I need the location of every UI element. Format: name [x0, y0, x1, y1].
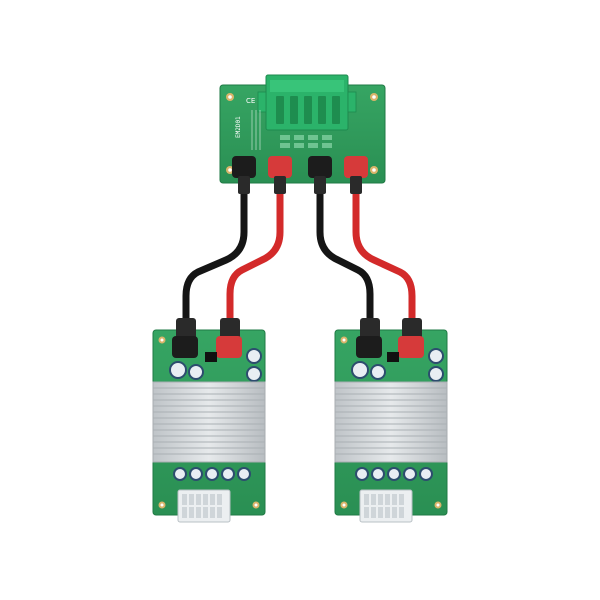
capacitor: [419, 467, 433, 481]
output-post-black-1: [232, 156, 256, 194]
capacitor: [351, 361, 369, 379]
capacitor: [188, 364, 204, 380]
power-module-left: [152, 318, 266, 523]
capacitor: [355, 467, 369, 481]
capacitor: [428, 366, 444, 382]
capacitor: [221, 467, 235, 481]
capacitor: [205, 467, 219, 481]
capacitor: [173, 467, 187, 481]
input-post-red: [216, 336, 242, 358]
capacitor: [237, 467, 251, 481]
top-distribution-board: EM2D01 CE: [219, 74, 386, 194]
black-cable-left: [182, 188, 248, 326]
cable-group: [182, 188, 416, 326]
capacitor: [370, 364, 386, 380]
output-header-connector: [177, 489, 231, 523]
capacitor: [169, 361, 187, 379]
output-post-black-2: [308, 156, 332, 194]
ce-mark-text: CE: [246, 97, 255, 105]
capacitor: [246, 366, 262, 382]
heatsink: [334, 381, 448, 463]
capacitor: [403, 467, 417, 481]
black-cable-right: [316, 188, 374, 326]
output-post-red-2: [344, 156, 368, 194]
heatsink: [152, 381, 266, 463]
input-post-black: [356, 336, 382, 358]
capacitor: [428, 348, 444, 364]
capacitor: [189, 467, 203, 481]
input-post-black: [172, 336, 198, 358]
capacitor: [371, 467, 385, 481]
output-post-red-1: [268, 156, 292, 194]
input-post-red: [398, 336, 424, 358]
output-header-connector: [359, 489, 413, 523]
red-cable-right: [352, 188, 416, 326]
power-module-right: [334, 318, 448, 523]
board-marking-text: EM2D01: [235, 116, 242, 138]
terminal-block-connector: [257, 74, 357, 131]
capacitor: [246, 348, 262, 364]
red-cable-left: [226, 188, 284, 326]
capacitor: [387, 467, 401, 481]
